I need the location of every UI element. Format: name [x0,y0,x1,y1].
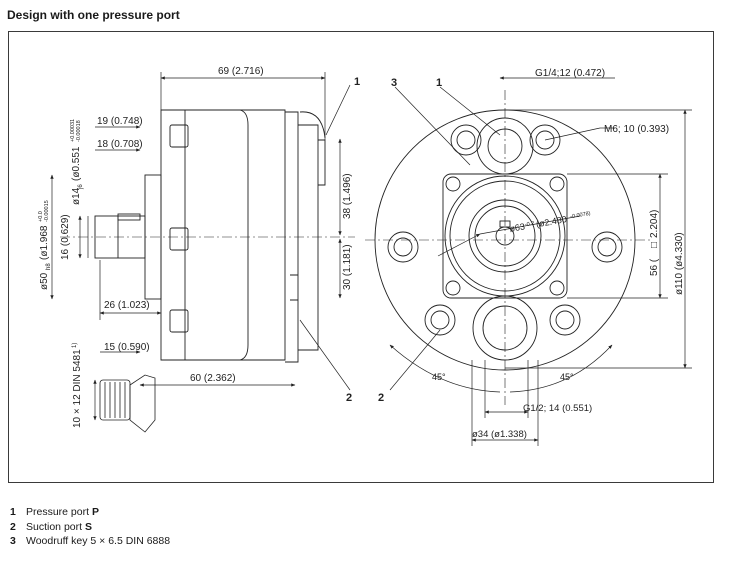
dim-shaft-main: ø14 [71,187,82,205]
port-s-label: G1/2; 14 (0.551) [523,403,592,414]
pump-body [160,109,286,361]
dim-pilot-sub: h8 [46,263,52,270]
side-view-labels: 69 (2.716) 19 (0.748) 18 (0.708) 26 (1.0… [38,66,360,428]
legend-num: 2 [10,520,16,533]
legend-code: P [91,506,99,518]
legend-text: Woodruff key 5 × 6.5 DIN 6888 [26,535,171,547]
pressure-port-circle [487,128,523,164]
front-view-labels: 3 1 2 G1/4;12 (0.472) M6; 10 (0.393) G1/… [378,68,685,440]
side-view [60,109,355,363]
square-inch: 2.204) [649,210,660,238]
front-view-dimensions [389,76,692,446]
angle-left: 45° [432,372,446,382]
dim-shaft-tol-bot: -0.00018 [76,120,82,142]
legend-code: S [84,520,92,533]
port-p-label: G1/4;12 (0.472) [535,68,605,79]
spline-detail [99,374,156,433]
center-inch-tol: -0.0078) [570,211,591,220]
dim-shaft-sub: j6 [78,184,84,190]
dim-shaft-tol-top: +0.00031 [70,119,76,142]
callout-1-side: 1 [354,76,360,88]
front-view [365,90,650,405]
legend-item: 1 Pressure port P [10,505,170,520]
callout-2-front: 2 [378,392,384,404]
dim-pilot-tol-bot: -0.00015 [44,200,50,222]
square-symbol: □ [649,242,660,248]
angle-right: 45° [560,372,574,382]
dim-30: 30 (1.181) [342,244,353,290]
dim-38: 38 (1.496) [342,173,353,219]
legend-text: Suction port [26,520,83,533]
dim-pilot-main: ø50 [39,272,50,290]
dim-pilot-inch: (ø1.968 [39,225,50,260]
legend-text: Pressure port [26,506,90,518]
center-inch: (ø2.480 [535,214,567,229]
legend-num: 1 [10,506,16,518]
callout-2-side: 2 [346,392,352,404]
dim-19: 19 (0.748) [97,116,143,127]
dim-60: 60 (2.362) [190,373,236,384]
dim-length: 69 (2.716) [218,66,264,77]
legend-item: 2 Suction port S [10,520,170,535]
dim-15: 15 (0.590) [104,342,150,353]
dim-spline: 10 × 12 DIN 5481 [72,349,83,428]
dim-shaft-inch: (ø0.551 [71,146,82,181]
woodruff-key [117,213,141,221]
dim-pilot-tol-top: +0.0 [38,211,44,222]
legend-num: 3 [10,535,16,547]
drawing-frame [8,31,714,483]
thread-label: M6; 10 (0.393) [604,124,669,135]
side-view-dimensions [50,72,351,421]
port-s-dia-label: ø34 (ø1.338) [472,429,527,440]
center-main: ø63 [509,221,526,234]
outer-dia-label: ø110 (ø4.330) [674,232,685,295]
dim-16: 16 (0.629) [60,214,71,260]
dim-18: 18 (0.708) [97,139,143,150]
suction-port-circle [482,305,528,351]
dim-26: 26 (1.023) [104,300,150,311]
callout-1-front: 1 [436,77,442,89]
page-title: Design with one pressure port [7,8,180,22]
square-label: 56 ( [649,258,660,276]
legend-item: 3 Woodruff key 5 × 6.5 DIN 6888 [10,534,170,549]
legend: 1 Pressure port P 2 Suction port S 3 Woo… [10,505,170,549]
center-tol: -0.2 [525,221,535,229]
callout-3-front: 3 [391,77,397,89]
dim-spline-sup: 1) [72,343,78,348]
